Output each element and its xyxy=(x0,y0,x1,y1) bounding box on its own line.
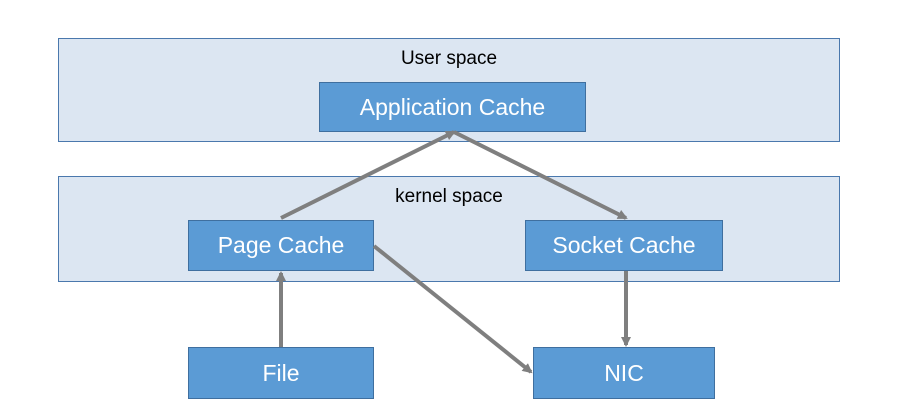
kernel-space-label: kernel space xyxy=(395,186,503,207)
nic-node: NIC xyxy=(533,347,715,399)
page-cache-node: Page Cache xyxy=(188,220,374,271)
application-cache-node: Application Cache xyxy=(319,82,586,132)
file-node: File xyxy=(188,347,374,399)
socket-cache-node: Socket Cache xyxy=(525,220,723,271)
user-space-label: User space xyxy=(400,48,498,69)
